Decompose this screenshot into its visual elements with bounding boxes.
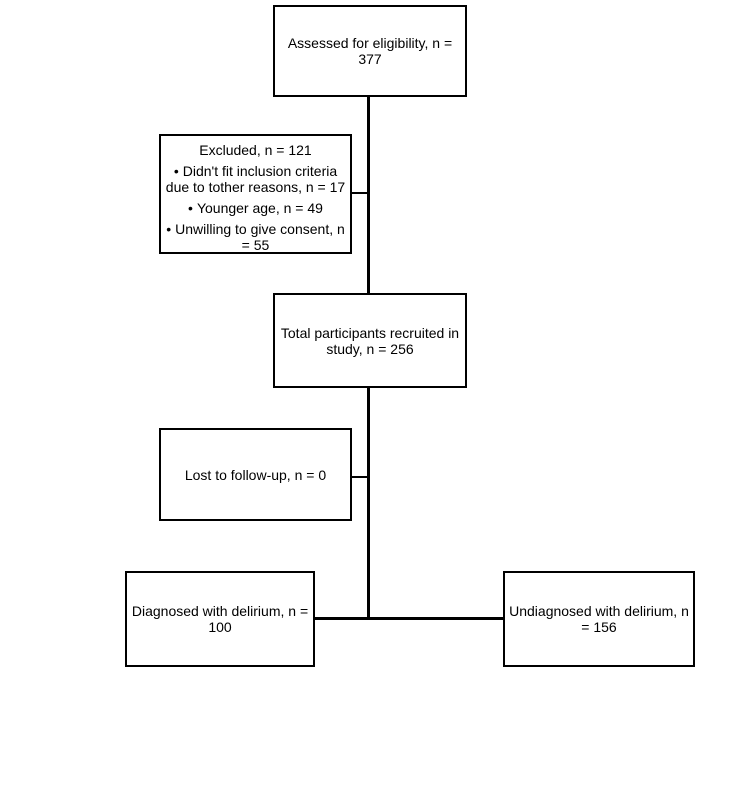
excluded-bullet-inclusion-criteria: •Didn't fit inclusion criteria due to to… [163,163,348,195]
excluded-bullet-label: Unwilling to give consent, n = 55 [175,221,345,253]
excluded-bullet-label: Didn't fit inclusion criteria due to tot… [165,163,346,195]
box-lost-to-followup: Lost to follow-up, n = 0 [159,428,352,521]
box-undiagnosed-label: Undiagnosed with delirium, n = 156 [509,603,689,635]
connector-outcomes-branch [314,617,504,620]
box-excluded-bullet-list: •Didn't fit inclusion criteria due to to… [163,163,348,253]
box-diagnosed-label: Diagnosed with delirium, n = 100 [131,603,309,635]
connector-excluded-branch [351,192,368,194]
box-diagnosed-delirium: Diagnosed with delirium, n = 100 [125,571,315,667]
bullet-icon: • [166,221,172,237]
connector-lost-branch [351,476,368,478]
box-assessed-label: Assessed for eligibility, n = 377 [287,35,453,67]
bullet-icon: • [188,200,193,216]
box-lost-label: Lost to follow-up, n = 0 [184,466,327,483]
box-recruited-label: Total participants recruited in study, n… [280,324,460,357]
bullet-icon: • [173,163,179,179]
box-assessed-eligibility: Assessed for eligibility, n = 377 [273,5,467,97]
box-total-recruited: Total participants recruited in study, n… [273,293,467,388]
box-excluded-title: Excluded, n = 121 [199,142,312,158]
excluded-bullet-label: Younger age, n = 49 [196,200,323,216]
excluded-bullet-unwilling-consent: •Unwilling to give consent, n = 55 [163,221,348,253]
box-undiagnosed-delirium: Undiagnosed with delirium, n = 156 [503,571,695,667]
excluded-bullet-younger-age: •Younger age, n = 49 [163,200,348,216]
box-excluded: Excluded, n = 121 •Didn't fit inclusion … [159,134,352,254]
